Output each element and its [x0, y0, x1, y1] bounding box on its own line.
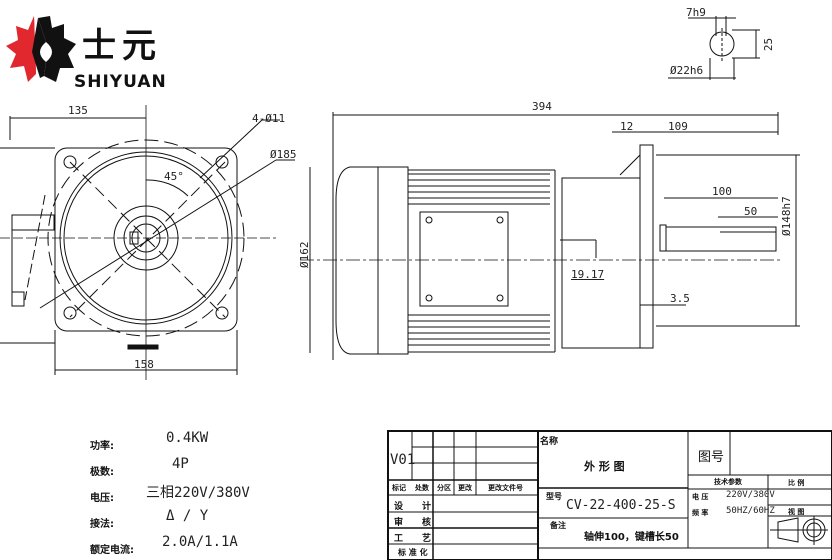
title-view-label: 视 图	[788, 508, 805, 516]
logo-chinese-text: 士元	[82, 26, 162, 66]
projection-symbol-icon	[770, 516, 828, 545]
dim-135: 135	[68, 104, 88, 117]
title-voltage-value: 220V/380V	[726, 490, 775, 500]
spec-row: 接法:	[90, 512, 114, 531]
dim-key-height: 25	[762, 37, 776, 52]
spec-label: 极数:	[90, 467, 114, 478]
spec-list: 功率: 0.4KW 极数: 4P 电压: 三相220V/380V 接法: Δ /…	[90, 430, 310, 560]
spec-value: 0.4KW	[166, 430, 209, 446]
spec-row: 额定电流:	[90, 538, 134, 557]
title-row-process-l: 工	[394, 534, 404, 544]
spec-label: 电压:	[90, 493, 114, 504]
front-view-flange	[0, 105, 295, 380]
title-note-value: 轴伸100，键槽长50	[584, 532, 679, 543]
company-logo: 士元 SHIYUAN	[6, 12, 196, 92]
title-row-standard: 标 准 化	[398, 548, 428, 557]
dim-body-dia: Ø162	[298, 241, 311, 269]
title-model-value: CV-22-400-25-S	[566, 498, 676, 513]
title-voltage-label: 电 压	[692, 493, 709, 501]
dim-key-length: 50	[744, 205, 758, 218]
spec-label: 功率:	[90, 441, 114, 452]
title-scale-label: 比 例	[788, 479, 805, 487]
title-header-zone: 分区	[437, 484, 451, 492]
spec-row: 功率:	[90, 434, 114, 453]
title-note-label: 备注	[550, 521, 566, 530]
title-drawing-no-label: 图号	[698, 450, 725, 465]
title-name-label: 名称	[540, 437, 559, 447]
title-row-review-l: 审	[394, 518, 404, 528]
dim-spigot: 3.5	[670, 292, 690, 305]
title-model-label: 型号	[546, 492, 562, 501]
title-header-count: 处数	[415, 484, 429, 492]
title-header-doc: 更改文件号	[488, 484, 523, 492]
dim-shaft-length: 100	[712, 185, 732, 198]
title-tech-label: 技术参数	[714, 478, 742, 486]
side-view-motor	[300, 112, 800, 360]
spec-row: 电压:	[90, 486, 114, 505]
title-header-mark: 标记	[392, 484, 406, 492]
title-freq-label: 频 率	[692, 509, 709, 517]
motor-drawing	[0, 16, 800, 380]
spec-label: 接法:	[90, 519, 114, 530]
title-row-process-r: 艺	[422, 534, 432, 544]
spec-value: 三相220V/380V	[146, 485, 250, 501]
dim-pcd: Ø185	[270, 148, 297, 161]
spec-value: 4P	[172, 456, 189, 472]
dim-shaft-dia: Ø22h6	[670, 64, 704, 77]
title-header-change: 更改	[458, 484, 472, 492]
title-row-review-r: 核	[422, 518, 432, 528]
logo-english-text: SHIYUAN	[74, 72, 167, 92]
spec-label: 额定电流:	[90, 545, 134, 556]
dim-overall-length: 394	[532, 100, 552, 113]
title-freq-value: 50HZ/60HZ	[726, 506, 775, 516]
title-row-design-l: 设	[394, 502, 404, 512]
dim-flange-thickness: 12	[620, 120, 634, 133]
dim-shaft-projection: 109	[668, 120, 688, 133]
dim-offset: 19.17	[571, 268, 605, 281]
dim-key-width: 7h9	[686, 6, 706, 19]
spec-value: Δ / Y	[166, 508, 209, 524]
title-name-value: 外 形 图	[584, 460, 625, 473]
title-version: V01	[390, 452, 416, 468]
dim-holes: 4-Ø11	[252, 112, 286, 125]
shaft-section-detail	[668, 16, 760, 80]
title-row-design-r: 计	[422, 502, 432, 512]
dim-pilot-dia: Ø148h7	[780, 196, 793, 236]
dim-angle: 45°	[164, 170, 184, 183]
spec-value: 2.0A/1.1A	[162, 534, 238, 550]
spec-row: 极数:	[90, 460, 114, 479]
dim-158: 158	[134, 358, 154, 371]
gear-logo-icon	[6, 16, 76, 82]
